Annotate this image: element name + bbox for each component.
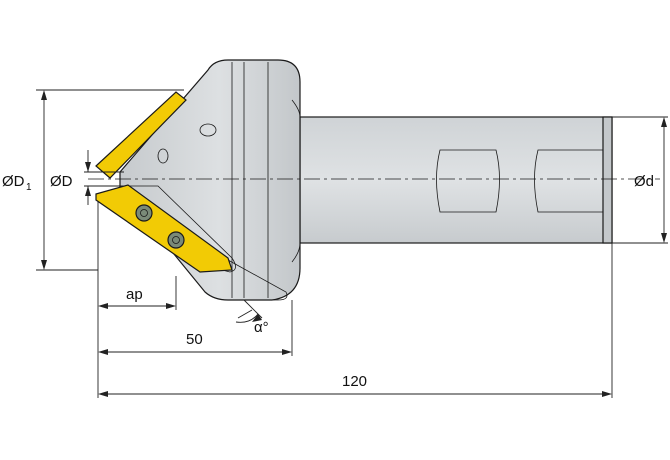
dimension-depth-of-cut: ap [97, 202, 177, 398]
coolant-hole-lower [157, 148, 169, 164]
dimension-inner-diameter: ØD [50, 150, 124, 205]
shank [299, 116, 613, 244]
dimension-outer-diameter: ØD 1 [2, 89, 184, 271]
outer-diameter-label: ØD [2, 173, 25, 190]
dimension-head-length: 50 [98, 300, 293, 356]
head-neck [291, 99, 301, 263]
shank-flat-left [436, 149, 500, 213]
dimension-shank-diameter: Ød [612, 116, 668, 244]
shank-diameter-label: Ød [634, 173, 654, 190]
insert-screw-1-icon [135, 204, 153, 222]
dimension-total-length: 120 [98, 243, 613, 398]
shank-body [299, 116, 613, 244]
coolant-hole-upper [199, 123, 217, 137]
angle-label: α° [254, 319, 269, 336]
depth-of-cut-label: ap [126, 286, 143, 303]
dimension-angle: α° [235, 299, 269, 336]
upper-insert [95, 91, 187, 179]
shank-flat-right [534, 149, 604, 213]
insert-screw-2-inner [172, 236, 180, 244]
insert-screw-2-icon [167, 231, 185, 249]
head-length-label: 50 [186, 331, 203, 348]
pocket-edge [227, 259, 288, 301]
shank-end-chamfer [602, 116, 613, 244]
total-length-label: 120 [342, 373, 367, 390]
outer-diameter-subscript: 1 [26, 182, 32, 193]
inner-diameter-label: ØD [50, 173, 73, 190]
lower-insert-body [95, 184, 233, 273]
insert-screw-1-inner [140, 209, 148, 217]
lower-insert [95, 184, 233, 273]
